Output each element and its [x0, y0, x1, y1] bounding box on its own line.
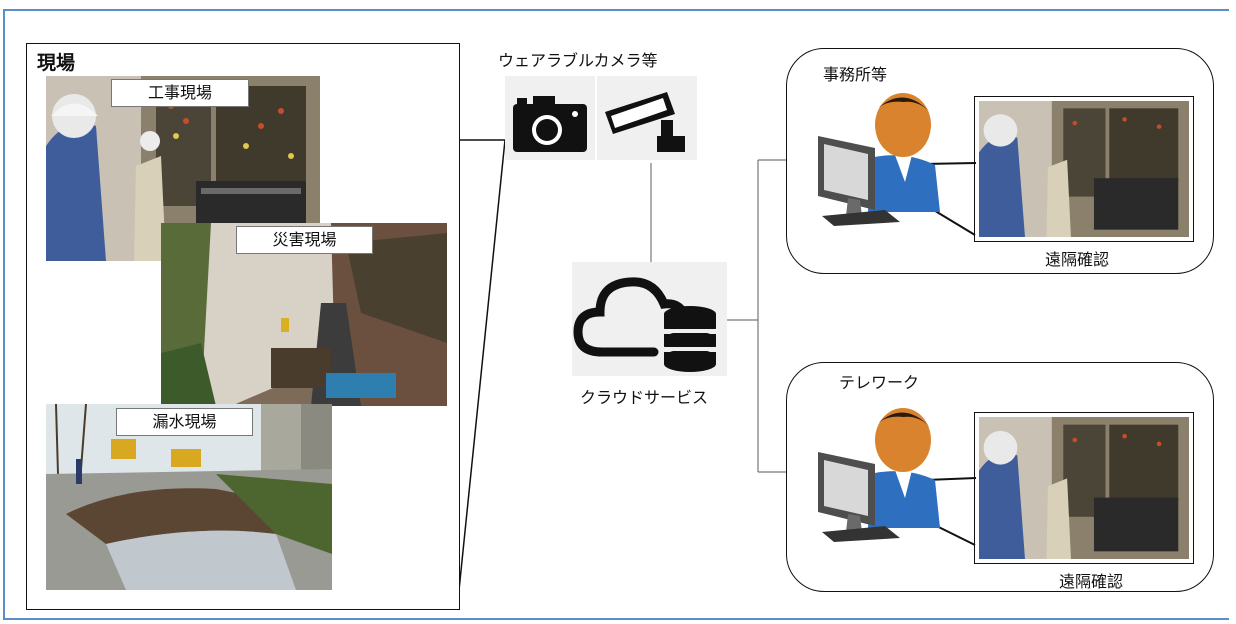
office-title: 事務所等 — [823, 65, 888, 84]
telework-operator-suit — [868, 471, 940, 528]
site-title: 現場 — [37, 52, 76, 74]
cloud-database-icon — [573, 277, 716, 372]
office-operator-head — [875, 93, 931, 157]
disaster-site-photo — [161, 223, 447, 406]
video-camera-icon — [605, 92, 685, 152]
construction-site-photo — [46, 76, 320, 261]
office-caption: 遠隔確認 — [1045, 250, 1110, 269]
disaster-site-caption: 災害現場 — [236, 226, 373, 254]
camera-icon-box — [505, 76, 595, 160]
outer-frame — [3, 9, 1229, 620]
video-camera-icon-box — [597, 76, 697, 160]
telework-caption: 遠隔確認 — [1059, 572, 1124, 591]
leak-site-photo — [46, 404, 332, 590]
cloud-service-label: クラウドサービス — [580, 388, 709, 407]
telework-title: テレワーク — [839, 373, 920, 392]
wearable-camera-label: ウェアラブルカメラ等 — [498, 51, 658, 70]
office-remote-screen — [974, 96, 1194, 242]
telework-operator-head — [875, 408, 931, 472]
cloud-service-icon-box — [572, 262, 727, 376]
camera-icon — [513, 96, 587, 152]
telework-remote-screen — [974, 412, 1194, 564]
construction-site-caption: 工事現場 — [111, 79, 249, 107]
leak-site-caption: 漏水現場 — [116, 408, 253, 436]
office-operator-suit — [868, 155, 940, 212]
